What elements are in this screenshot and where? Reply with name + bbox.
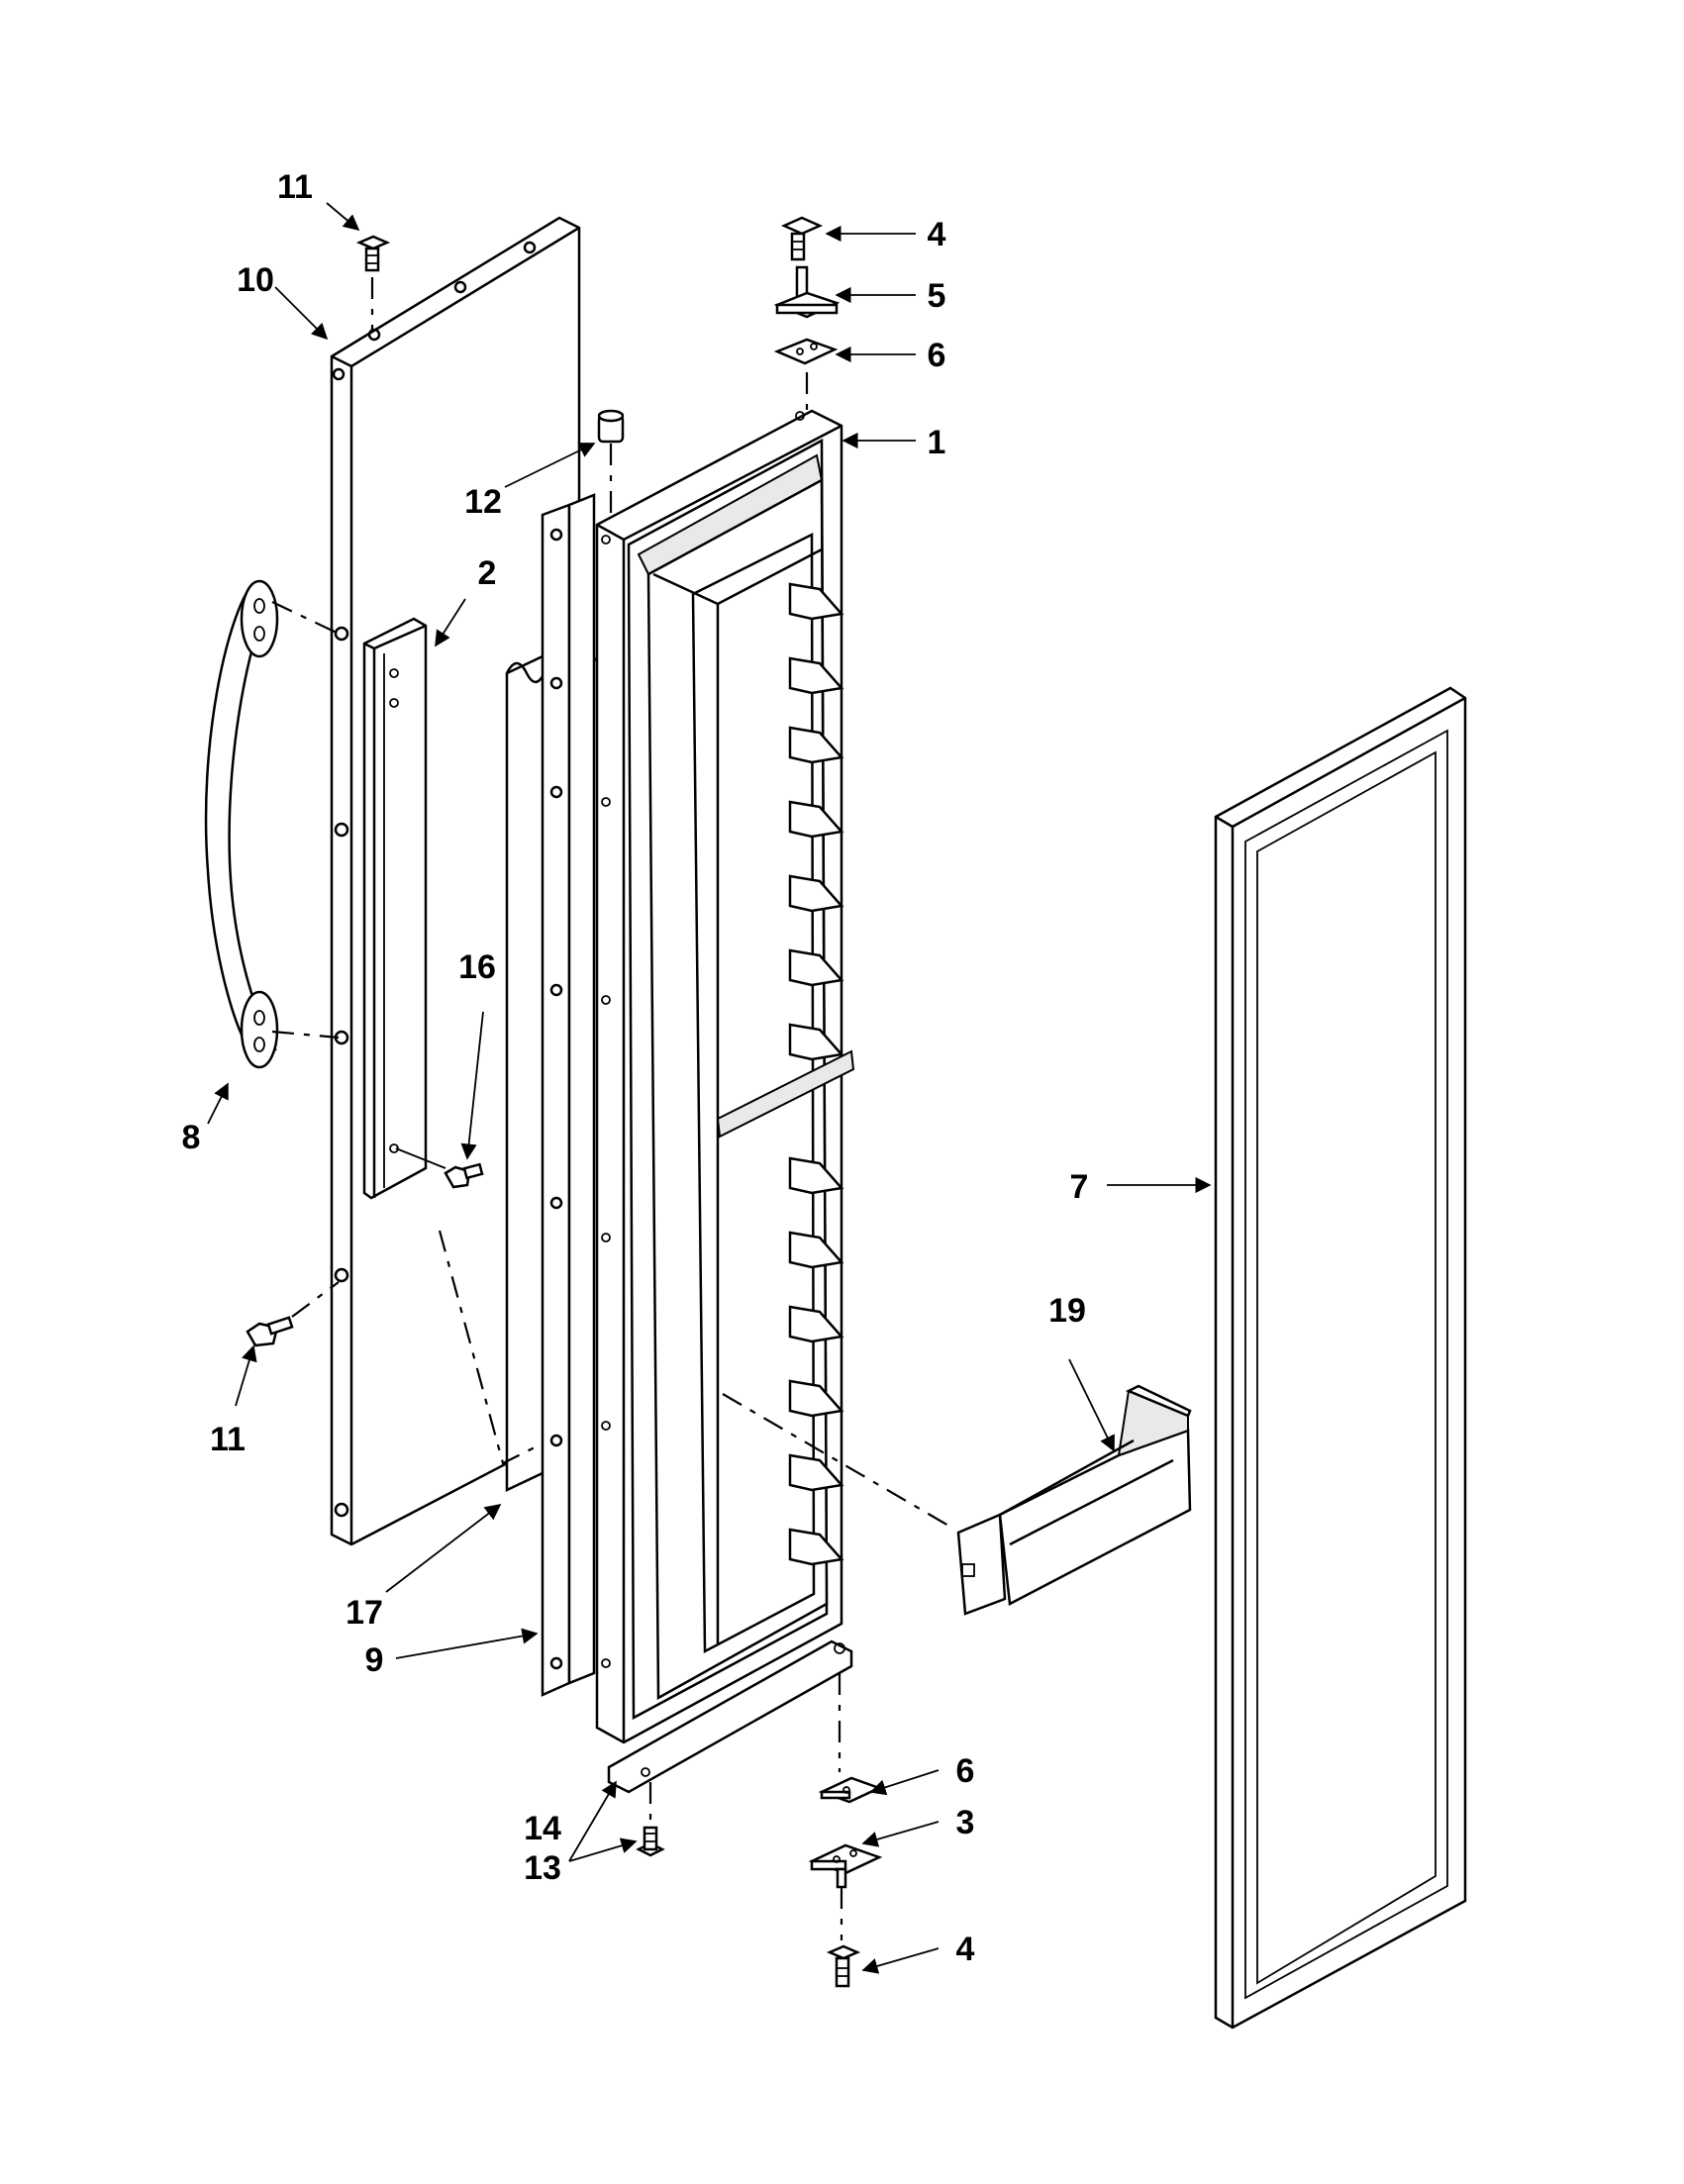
top-hinge-parts <box>773 216 841 414</box>
callout-11-top: 11 <box>277 168 313 206</box>
callout-19: 19 <box>1048 1292 1086 1330</box>
callout-6-top: 6 <box>928 337 946 374</box>
callout-7: 7 <box>1070 1168 1089 1206</box>
callout-4-top: 4 <box>928 216 946 253</box>
callout-13: 13 <box>524 1849 561 1887</box>
shelf-supports <box>788 582 844 1566</box>
callout-8: 8 <box>182 1119 201 1156</box>
callout-5: 5 <box>928 277 946 315</box>
callout-1: 1 <box>928 424 946 461</box>
callout-labels: 11 10 4 5 6 1 12 2 16 8 7 19 11 17 9 6 3… <box>182 168 1089 1968</box>
outer-door-panel-7 <box>1214 686 1467 2030</box>
callout-10: 10 <box>237 261 274 299</box>
callout-11-bottom: 11 <box>210 1421 246 1458</box>
callout-12: 12 <box>464 483 502 521</box>
screws <box>246 235 484 1347</box>
callout-arrows <box>207 202 1212 1974</box>
door-liner <box>595 409 855 1744</box>
door-stop-12 <box>597 409 625 523</box>
callout-4-bottom: 4 <box>956 1931 975 1968</box>
channel-bracket <box>362 617 428 1200</box>
callout-17: 17 <box>346 1594 383 1632</box>
callout-9: 9 <box>365 1641 384 1679</box>
callout-16: 16 <box>458 948 496 986</box>
door-bin-19 <box>956 1384 1192 1616</box>
callout-6-bottom: 6 <box>956 1752 975 1790</box>
bottom-hinge-parts <box>636 1673 883 1988</box>
trim-strip-9 <box>541 493 613 1697</box>
assembly-lines <box>438 1230 956 1531</box>
callout-3: 3 <box>956 1804 975 1841</box>
callout-14: 14 <box>524 1810 561 1847</box>
door-handle <box>204 579 340 1069</box>
callout-2: 2 <box>478 554 497 592</box>
